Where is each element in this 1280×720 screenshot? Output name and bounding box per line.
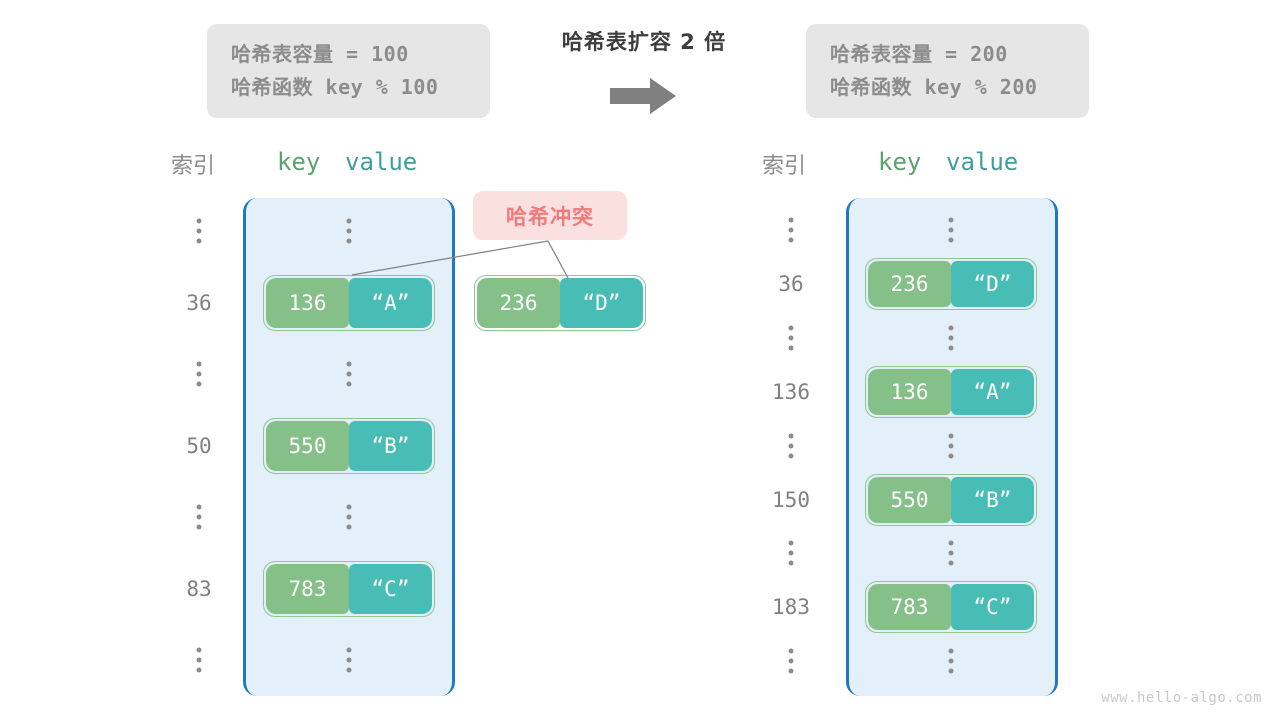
capacity-line-right: 哈希表容量 = 200 [830, 42, 1008, 66]
colliding-value-cell: “D” [560, 278, 643, 328]
index-label: 36 [186, 290, 212, 315]
value-cell: “A” [349, 277, 432, 328]
index-label: 150 [772, 487, 810, 512]
right-arrow-icon [610, 78, 676, 114]
index-ellipsis [196, 218, 202, 244]
index-ellipsis [196, 361, 202, 387]
bucket-ellipsis [346, 504, 352, 530]
hash-function-line-right: 哈希函数 key % 200 [830, 75, 1038, 99]
capacity-line-left: 哈希表容量 = 100 [231, 42, 409, 66]
index-ellipsis [196, 647, 202, 673]
left-header-index: 索引 [171, 154, 216, 179]
bucket-ellipsis [948, 325, 954, 351]
value-cell: “C” [951, 584, 1034, 631]
kv-pair: 550“B” [865, 473, 1037, 526]
kv-pair: 783“C” [865, 581, 1037, 634]
right-header-value: value [946, 148, 1019, 176]
key-cell: 136 [868, 368, 951, 415]
index-ellipsis [788, 217, 794, 243]
index-ellipsis [788, 540, 794, 566]
key-cell: 136 [266, 277, 349, 328]
expand-annotation: 哈希表扩容 2 倍 [530, 26, 758, 116]
index-label: 36 [778, 271, 804, 296]
value-cell: “A” [951, 368, 1034, 415]
kv-pair: 783“C” [263, 560, 435, 617]
right-header-key: key [878, 148, 922, 176]
watermark: www.hello-algo.com [1101, 690, 1262, 706]
key-cell: 236 [868, 260, 951, 307]
bucket-ellipsis [948, 540, 954, 566]
left-header-key: key [277, 148, 321, 176]
left-header-value: value [345, 148, 418, 176]
key-cell: 783 [266, 563, 349, 614]
value-cell: “B” [951, 476, 1034, 523]
bucket-ellipsis [346, 218, 352, 244]
index-label: 50 [186, 433, 212, 458]
index-ellipsis [788, 433, 794, 459]
collision-badge: 哈希冲突 [473, 191, 627, 240]
index-ellipsis [196, 504, 202, 530]
bucket-ellipsis [346, 361, 352, 387]
bucket-ellipsis [948, 217, 954, 243]
colliding-kv-pair: 236 “D” [474, 275, 646, 331]
value-cell: “D” [951, 260, 1034, 307]
index-ellipsis [788, 325, 794, 351]
kv-pair: 550“B” [263, 417, 435, 474]
hash-function-line-left: 哈希函数 key % 100 [231, 75, 439, 99]
expand-title: 哈希表扩容 2 倍 [561, 30, 727, 54]
index-ellipsis [788, 648, 794, 674]
key-cell: 550 [868, 476, 951, 523]
value-cell: “C” [349, 563, 432, 614]
bucket-ellipsis [948, 433, 954, 459]
index-label: 136 [772, 379, 810, 404]
hash-table-info-right: 哈希表容量 = 200 哈希函数 key % 200 [806, 24, 1089, 118]
arrow-wrapper [530, 76, 758, 116]
kv-pair: 136“A” [865, 365, 1037, 418]
index-label: 183 [772, 595, 810, 620]
kv-pair: 136“A” [263, 274, 435, 331]
bucket-ellipsis [948, 648, 954, 674]
key-cell: 550 [266, 420, 349, 471]
value-cell: “B” [349, 420, 432, 471]
hash-table-info-left: 哈希表容量 = 100 哈希函数 key % 100 [207, 24, 490, 118]
kv-pair: 236“D” [865, 257, 1037, 310]
colliding-key-cell: 236 [477, 278, 560, 328]
right-header-index: 索引 [762, 154, 807, 179]
key-cell: 783 [868, 584, 951, 631]
index-label: 83 [186, 576, 212, 601]
bucket-ellipsis [346, 647, 352, 673]
